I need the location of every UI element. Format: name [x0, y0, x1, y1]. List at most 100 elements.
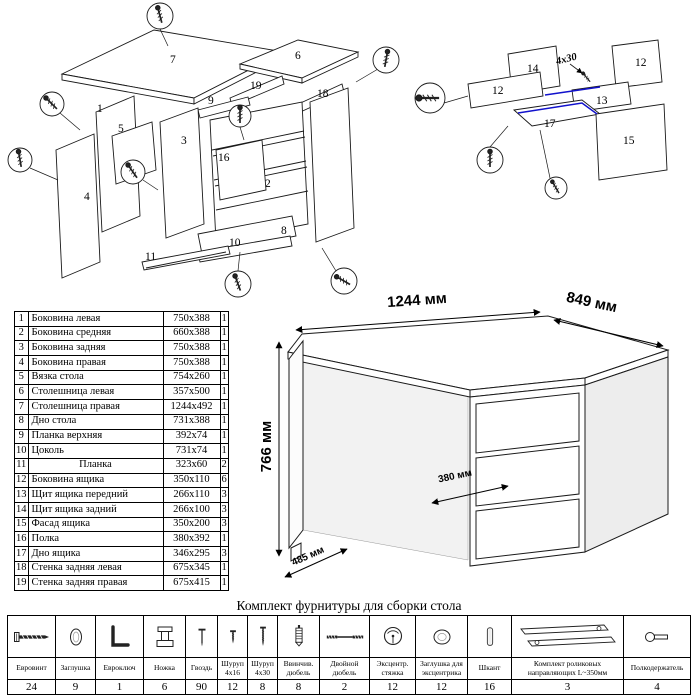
- part-size-cell: 266x100: [162, 501, 221, 518]
- part-qty-cell: 1: [219, 355, 229, 371]
- part-number-cell: 8: [14, 413, 29, 430]
- exploded-drawer-diagram: [414, 39, 668, 200]
- drawer-bottom-groove-highlight: [517, 102, 598, 115]
- fastener-callout-icon: [476, 146, 504, 174]
- hardware-item-qty: 8: [259, 681, 266, 693]
- part-name-cell: Планка: [27, 457, 164, 474]
- fastener-callout-icon: [39, 91, 65, 117]
- hardware-item-label: Заглушка для эксцентрика: [416, 658, 467, 680]
- hardware-item-qty: 12: [436, 681, 447, 693]
- screw-long-icon: [248, 616, 277, 658]
- part-qty-cell: 1: [219, 575, 229, 592]
- part-size-cell: 357x500: [162, 384, 221, 401]
- part-number-label: 6: [295, 50, 301, 62]
- part-qty-cell: 1: [219, 399, 229, 415]
- part-number-cell: 19: [14, 575, 29, 592]
- hardware-item: Гвоздь 90: [186, 616, 218, 694]
- part-size-cell: 1244x492: [162, 399, 221, 415]
- drawer-front: [475, 392, 580, 454]
- part-size-cell: 731x74: [162, 443, 221, 459]
- hardware-item: Заглушка 9: [56, 616, 96, 694]
- part-name-cell: Боковина ящика: [27, 472, 164, 489]
- part-qty-cell: 1: [219, 311, 229, 327]
- drawer-front: [475, 498, 580, 560]
- part-size-cell: 750x388: [162, 311, 221, 327]
- part-name-cell: Щит ящика передний: [27, 487, 164, 503]
- part-name-cell: Дно ящика: [27, 546, 164, 562]
- part-number-cell: 4: [14, 355, 29, 371]
- hexkey-icon: [96, 616, 143, 658]
- hardware-item: Полкодержатель 4: [624, 616, 690, 694]
- part-qty-cell: 3: [219, 487, 229, 503]
- part-number-label: 1: [97, 103, 103, 115]
- part-size-cell: 350x110: [162, 472, 221, 489]
- euroscrew-icon: [8, 616, 55, 658]
- part-number-cell: 7: [14, 399, 29, 415]
- part-size-cell: 675x345: [162, 560, 221, 577]
- hardware-kit-table: Евровинт 24 Заглушка 9 Евроключ 1 Ножка …: [7, 615, 691, 695]
- part-qty-cell: 3: [219, 546, 229, 562]
- part-number-label: 11: [145, 251, 157, 263]
- fastener-callout-icon: [7, 147, 33, 173]
- hardware-item: Шкант 16: [468, 616, 512, 694]
- part-number-cell: 13: [14, 487, 29, 503]
- hardware-item-label: Шуруп 4x30: [248, 658, 277, 680]
- part-size-cell: 392x74: [162, 428, 221, 445]
- part-name-cell: Щит ящика задний: [27, 501, 164, 518]
- part-size-cell: 346x295: [162, 546, 221, 562]
- hardware-item: Комплект роликовых направляющих L~350мм …: [512, 616, 624, 694]
- hardware-item: Двойной дюбель 2: [320, 616, 370, 694]
- part-name-cell: Боковина левая: [27, 311, 164, 327]
- part-size-cell: 350x200: [162, 516, 221, 533]
- leg-icon: [144, 616, 185, 658]
- hardware-item: Эксцентр. стяжка 12: [370, 616, 416, 694]
- part-number-label: 18: [317, 88, 329, 100]
- part-number-label: 9: [208, 95, 214, 107]
- part-number-cell: 12: [14, 472, 29, 489]
- part-qty-cell: 1: [219, 340, 229, 357]
- fastener-callout-icon: [120, 159, 146, 185]
- part-number-cell: 17: [14, 546, 29, 562]
- hardware-item-qty: 12: [387, 681, 398, 693]
- double-dowel-icon: [320, 616, 369, 658]
- nail-icon: [186, 616, 217, 658]
- part-qty-cell: 1: [219, 413, 229, 430]
- part-size-cell: 750x388: [162, 340, 221, 357]
- hardware-item: Шуруп 4x16 12: [218, 616, 248, 694]
- part-number-label: 7: [170, 54, 176, 66]
- part-number-label: 12: [492, 85, 504, 97]
- hardware-item-label: Шуруп 4x16: [218, 658, 247, 680]
- part-number-label: 3: [181, 135, 187, 147]
- part-number-cell: 15: [14, 516, 29, 533]
- part-number-label: 17: [544, 118, 556, 130]
- hardware-item-qty: 24: [26, 681, 37, 693]
- part-size-cell: 660x388: [162, 325, 221, 342]
- part-name-cell: Боковина задняя: [27, 340, 164, 357]
- hardware-item-label: Заглушка: [56, 658, 95, 680]
- cap-icon: [56, 616, 95, 658]
- fastener-callout-icon: [330, 267, 358, 295]
- hardware-item-qty: 6: [161, 681, 168, 693]
- hardware-item-qty: 4: [654, 681, 660, 693]
- part-number-cell: 16: [14, 531, 29, 547]
- hardware-item-qty: 8: [295, 681, 302, 693]
- part-number-label: 19: [250, 80, 262, 92]
- hardware-item-label: Ножка: [144, 658, 185, 680]
- fastener-callout-icon: [228, 104, 252, 128]
- part-number-label: 10: [229, 237, 241, 249]
- fastener-callout-icon: [372, 46, 400, 74]
- fastener-callout-icon: [414, 82, 446, 114]
